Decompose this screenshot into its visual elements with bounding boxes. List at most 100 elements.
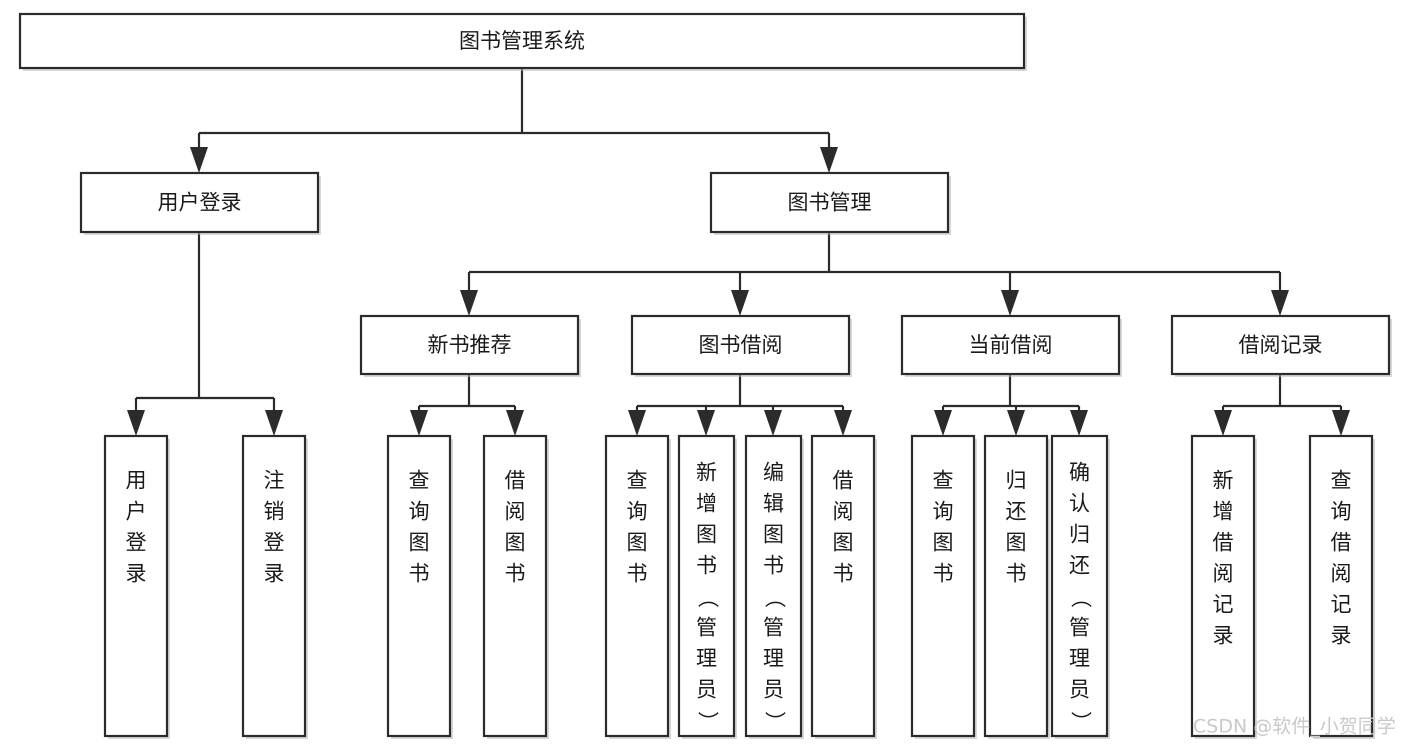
node-label-char: 还	[1069, 554, 1090, 578]
arrowhead-icon	[506, 410, 524, 436]
node-label-char: 书	[505, 562, 526, 586]
arrowhead-icon	[1001, 290, 1019, 316]
node-borrow-record[interactable]: 借阅记录	[1170, 314, 1392, 377]
node-book-manage[interactable]: 图书管理	[709, 171, 951, 235]
node-box[interactable]	[910, 434, 976, 738]
node-box[interactable]	[103, 434, 169, 738]
node-box[interactable]	[709, 171, 950, 234]
arrowhead-icon	[1070, 410, 1088, 436]
node-box[interactable]	[79, 171, 320, 234]
arrowhead-icon	[820, 147, 838, 173]
node-label-char: 员	[763, 678, 784, 702]
node-box[interactable]	[604, 434, 670, 738]
connector-c-userlogin-to-leaves	[127, 232, 283, 436]
arrowhead-icon	[628, 410, 646, 436]
node-label-char: 查	[1331, 469, 1352, 493]
node-label-char: 管	[1069, 616, 1090, 640]
node-label-char: 阅	[1213, 562, 1234, 586]
node-label-char: 认	[1069, 492, 1090, 516]
arrowhead-icon	[460, 290, 478, 316]
node-current-borrow[interactable]: 当前借阅	[900, 314, 1122, 377]
node-box[interactable]	[810, 434, 876, 738]
node-root[interactable]: 图书管理系统	[18, 12, 1027, 71]
node-label-char: ）	[696, 711, 720, 732]
node-label-char: 阅	[1331, 562, 1352, 586]
node-label-char: 记	[1331, 593, 1352, 617]
node-label-char: 图	[409, 531, 430, 555]
node-box[interactable]	[983, 434, 1049, 738]
node-label: 图书管理	[788, 191, 872, 215]
node-label-char: 图	[833, 531, 854, 555]
node-label-char: 还	[1006, 500, 1027, 524]
node-user-login[interactable]: 用户登录	[79, 171, 321, 235]
node-label-char: 询	[933, 500, 954, 524]
node-label-char: 书	[763, 554, 784, 578]
node-label-char: 员	[1069, 678, 1090, 702]
watermark-layer: CSDN @软件_小贺同学	[1193, 716, 1396, 738]
node-box[interactable]	[18, 12, 1026, 70]
node-label-char: 查	[933, 469, 954, 493]
node-box[interactable]	[677, 434, 736, 738]
node-label-char: 增	[1213, 500, 1234, 524]
node-box[interactable]	[1308, 434, 1374, 738]
connector-c-borrowrecord-to-leaves	[1214, 374, 1350, 436]
node-label: 图书借阅	[699, 333, 783, 357]
node-label-char: 图	[933, 531, 954, 555]
connector-c-root-to-level1	[190, 68, 838, 173]
node-label-char: 书	[1006, 562, 1027, 586]
connectors-layer	[127, 68, 1350, 436]
node-box[interactable]	[1050, 434, 1109, 738]
node-label-char: 借	[833, 469, 854, 493]
connector-c-bookmanage-to-level2	[460, 232, 1289, 316]
node-box[interactable]	[482, 434, 548, 738]
node-label-char: 注	[264, 469, 285, 493]
arrowhead-icon	[127, 410, 145, 436]
node-box[interactable]	[1170, 314, 1391, 376]
node-box[interactable]	[359, 314, 580, 376]
node-label-char: 借	[1331, 531, 1352, 555]
node-box[interactable]	[630, 314, 851, 376]
node-label-char: 辑	[763, 492, 784, 516]
node-book-borrow[interactable]: 图书借阅	[630, 314, 852, 377]
node-leaf-user-login[interactable]: 用户登录	[103, 434, 170, 739]
node-label-char: 查	[409, 469, 430, 493]
nodes-layer: 图书管理系统用户登录图书管理新书推荐图书借阅当前借阅借阅记录用户登录注销登录查询…	[18, 12, 1392, 739]
node-label-char: （	[1069, 587, 1093, 608]
node-box[interactable]	[744, 434, 803, 738]
node-label-char: 理	[763, 647, 784, 671]
node-box[interactable]	[1190, 434, 1256, 738]
node-box[interactable]	[386, 434, 452, 738]
node-box[interactable]	[900, 314, 1121, 376]
node-label-char: 用	[126, 469, 147, 493]
node-label-char: 录	[264, 562, 285, 586]
node-label-char: 员	[696, 678, 717, 702]
node-new-book-rec[interactable]: 新书推荐	[359, 314, 581, 377]
node-label-char: ）	[1069, 711, 1093, 732]
node-box[interactable]	[241, 434, 307, 738]
node-label: 借阅记录	[1239, 333, 1323, 357]
node-label-char: 登	[264, 531, 285, 555]
csdn-watermark: CSDN @软件_小贺同学	[1193, 716, 1396, 738]
node-label-char: 书	[933, 562, 954, 586]
arrowhead-icon	[764, 410, 782, 436]
arrowhead-icon	[697, 410, 715, 436]
node-label-char: （	[696, 587, 720, 608]
node-label-char: 书	[627, 562, 648, 586]
node-label-char: 管	[696, 616, 717, 640]
node-label-char: 销	[264, 500, 285, 524]
node-label-char: 阅	[505, 500, 526, 524]
node-label-char: 询	[409, 500, 430, 524]
